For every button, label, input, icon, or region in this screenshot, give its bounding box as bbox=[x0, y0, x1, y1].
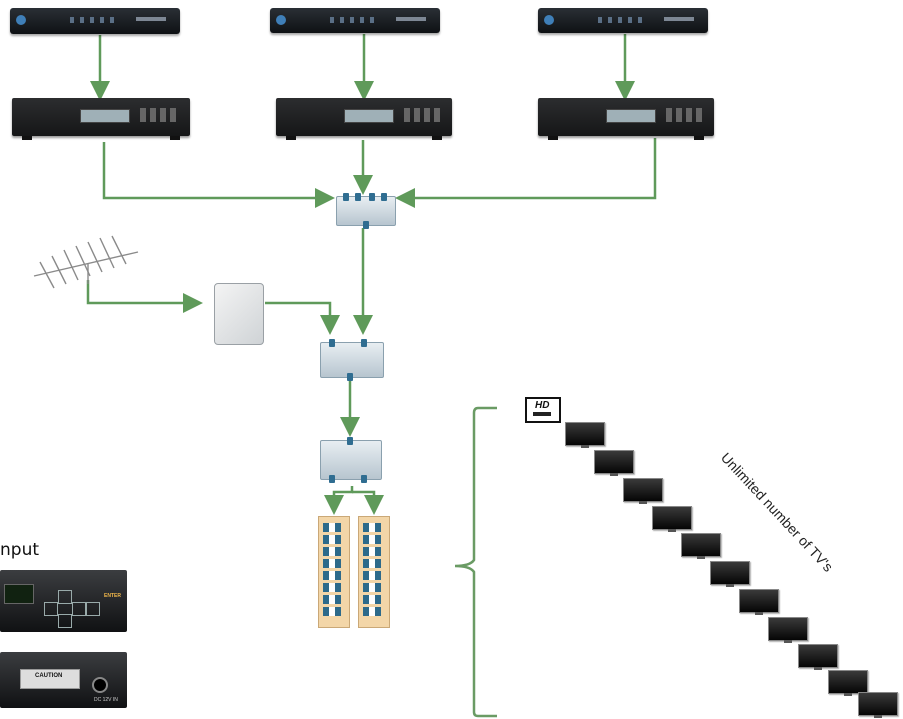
modulator-display bbox=[80, 109, 130, 123]
tv-icon bbox=[858, 692, 898, 718]
preamp-icon bbox=[214, 283, 264, 345]
tv-icon bbox=[768, 617, 808, 643]
hd-tv-icon: HD bbox=[525, 397, 561, 423]
rf-out-jack-icon bbox=[92, 677, 108, 693]
yagi-antenna-icon bbox=[33, 235, 139, 289]
satellite-receiver-icon bbox=[276, 15, 286, 25]
rf-splitter-1 bbox=[320, 339, 384, 381]
hd-modulator-2 bbox=[276, 98, 452, 140]
input-label: nput bbox=[0, 540, 40, 560]
dc-input-label: DC 12V IN bbox=[94, 697, 118, 703]
modulator-front-panel: ENTER bbox=[0, 570, 127, 632]
tv-icon bbox=[828, 670, 868, 696]
receiver-1 bbox=[10, 8, 180, 34]
satellite-receiver-icon bbox=[544, 15, 554, 25]
tv-icon bbox=[652, 506, 692, 532]
tv-icon bbox=[594, 450, 634, 476]
coax-distribution-strip-1 bbox=[318, 516, 350, 628]
satellite-receiver-icon bbox=[16, 15, 26, 25]
tv-icon bbox=[681, 533, 721, 559]
tv-icon bbox=[710, 561, 750, 587]
nav-right-button bbox=[72, 602, 86, 616]
nav-up-button bbox=[58, 590, 72, 604]
caution-label: CAUTION bbox=[20, 669, 80, 689]
receiver-2 bbox=[270, 8, 440, 33]
hd-modulator-3 bbox=[538, 98, 714, 140]
hd-modulator-1 bbox=[12, 98, 190, 140]
modulator-display bbox=[606, 109, 656, 123]
modulator-rear-panel: CAUTION DC 12V IN bbox=[0, 652, 127, 708]
nav-left-button bbox=[44, 602, 58, 616]
hd-badge: HD bbox=[535, 400, 550, 411]
nav-down-button bbox=[58, 614, 72, 628]
tv-icon bbox=[565, 422, 605, 448]
tv-icon bbox=[739, 589, 779, 615]
tv-icon bbox=[623, 478, 663, 504]
tv-icon bbox=[798, 644, 838, 670]
front-brand-label: ENTER bbox=[104, 593, 121, 599]
rf-splitter-2 bbox=[320, 437, 382, 483]
front-display bbox=[4, 584, 34, 604]
coax-distribution-strip-2 bbox=[358, 516, 390, 628]
modulator-display bbox=[344, 109, 394, 123]
rf-combiner-icon bbox=[336, 193, 396, 229]
receiver-3 bbox=[538, 8, 708, 33]
